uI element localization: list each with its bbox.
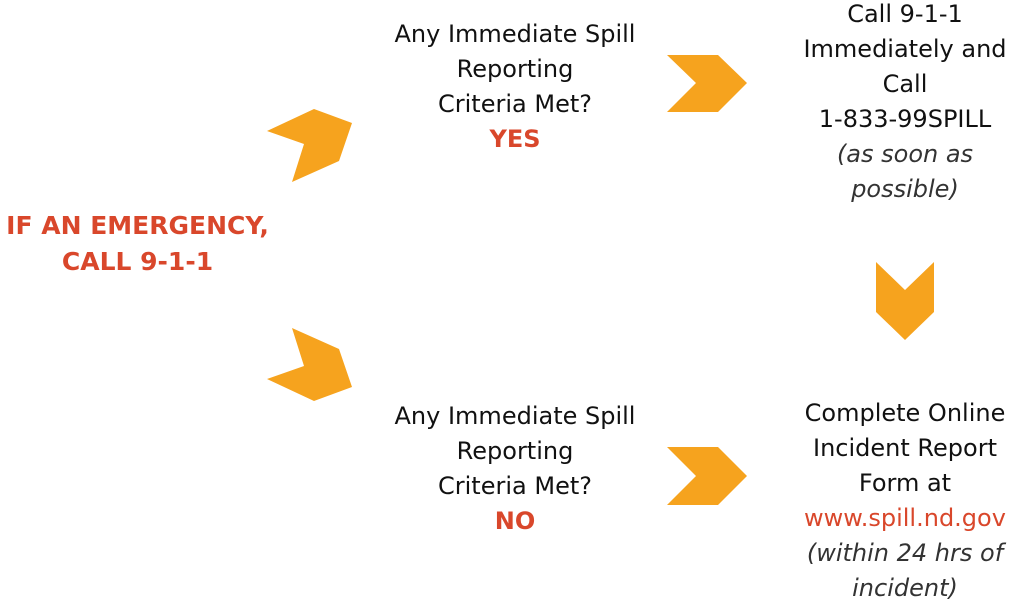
action-line: Form at (858, 469, 952, 497)
emergency-line2: CALL 9-1-1 (61, 247, 214, 276)
question-line: Any Immediate Spill (394, 20, 636, 48)
emergency-callout: IF AN EMERGENCY, CALL 9-1-1 (0, 208, 275, 280)
answer-yes: YES (489, 125, 541, 153)
yes-action: Call 9-1-1 Immediately and Call 1-833-99… (775, 0, 1024, 207)
yes-question: Any Immediate Spill Reporting Criteria M… (370, 17, 660, 157)
action-line: Incident Report (813, 434, 997, 462)
question-line: Any Immediate Spill (394, 402, 636, 430)
chevron-down-icon (876, 262, 934, 340)
action-note: (as soon as (836, 140, 974, 168)
answer-no: NO (494, 507, 536, 535)
action-line: Call (882, 70, 928, 98)
action-line: Complete Online (804, 399, 1006, 427)
phone-number: 1-833-99SPILL (818, 105, 992, 133)
question-line: Criteria Met? (438, 90, 592, 118)
question-line: Reporting (456, 437, 574, 465)
action-note: possible) (851, 175, 959, 203)
action-line: Immediately and (803, 35, 1007, 63)
no-question: Any Immediate Spill Reporting Criteria M… (370, 399, 660, 539)
no-action: Complete Online Incident Report Form at … (775, 396, 1024, 606)
action-line: Call 9-1-1 (847, 0, 963, 28)
question-line: Reporting (456, 55, 574, 83)
emergency-line1: IF AN EMERGENCY, (6, 211, 269, 240)
chevron-right-icon-bottom (667, 447, 747, 505)
arrow-down-right-icon (267, 328, 352, 401)
action-note: (within 24 hrs of (806, 539, 1004, 567)
chevron-right-icon-top (667, 55, 747, 112)
arrow-up-right-icon (267, 109, 352, 182)
spill-website-link[interactable]: www.spill.nd.gov (804, 504, 1006, 532)
action-note: incident) (852, 574, 958, 602)
question-line: Criteria Met? (438, 472, 592, 500)
